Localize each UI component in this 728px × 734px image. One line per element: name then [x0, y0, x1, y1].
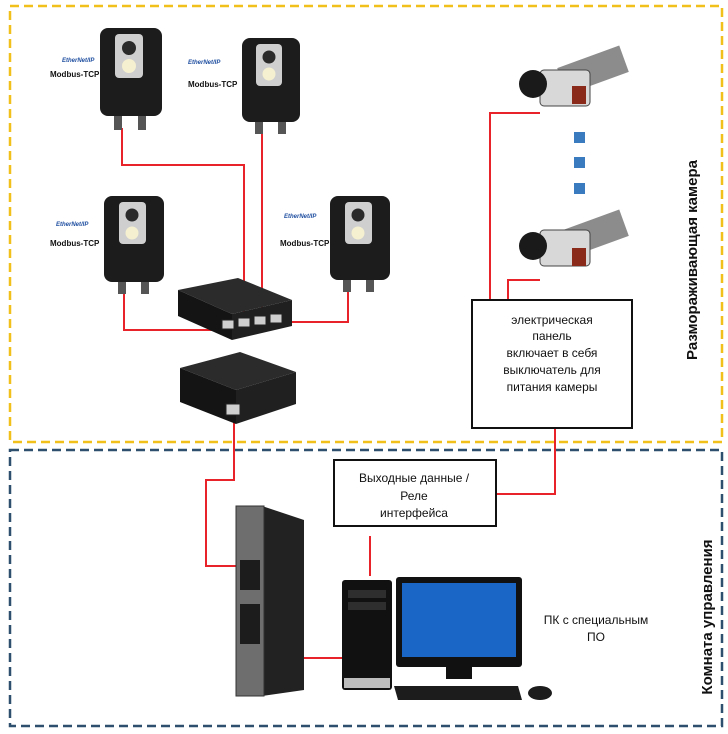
electrical-panel-line-4: выключатель для [503, 363, 601, 377]
control-zone-label: Комната управления [699, 539, 716, 694]
output-box-line-2: Реле [400, 489, 428, 503]
switch-front [178, 290, 232, 340]
output-relay-box [333, 459, 497, 527]
camera-lens [262, 50, 276, 64]
cable-converter-switch [205, 422, 240, 567]
cable-camera-3 [123, 292, 228, 331]
camera-connector-right [278, 122, 286, 134]
pc-label-line-1: ПК с специальным [544, 613, 648, 627]
ethernet-switch [178, 278, 292, 340]
switch-port [269, 313, 283, 324]
camera-connector-left [343, 280, 351, 292]
camera-connector-left [114, 116, 122, 130]
camera-4-protocol: Modbus-TCP [280, 239, 330, 248]
camera-lens [351, 208, 365, 222]
field-zone-border [8, 4, 724, 444]
pc-drive-bay [348, 590, 386, 598]
defrost-clamp [572, 248, 586, 266]
camera-4 [330, 196, 390, 292]
keyboard [394, 686, 522, 700]
camera-window [262, 67, 276, 81]
camera-3-brand: EtherNet/IP [56, 222, 89, 228]
camera-connector-right [138, 116, 146, 130]
pc-tower [342, 580, 392, 690]
defrost-clamp [572, 86, 586, 104]
cable-camera-1 [121, 128, 245, 322]
defrost-camera-top [519, 45, 629, 107]
monitor [396, 577, 522, 679]
ellipsis-dot [574, 157, 585, 168]
cable-panel-camera-bottom [507, 279, 540, 300]
converter-side [236, 372, 296, 424]
rack-switch-side [262, 506, 304, 696]
converter-port [225, 403, 241, 416]
camera-2-protocol: Modbus-TCP [188, 80, 238, 89]
camera-2-brand: EtherNet/IP [188, 60, 221, 66]
cable-panel-camera-top [489, 112, 540, 300]
media-converter [180, 352, 296, 424]
pc-base [344, 678, 390, 688]
rack-switch-front [235, 505, 265, 697]
rack-switch [235, 505, 304, 697]
camera-window [351, 226, 365, 240]
camera-lens [125, 208, 139, 222]
switch-top [178, 278, 292, 314]
camera-3-protocol: Modbus-TCP [50, 239, 100, 248]
electrical-panel-line-5: питания камеры [507, 380, 598, 394]
camera-lens [122, 41, 136, 55]
camera-connector-left [255, 122, 263, 134]
camera-connector-right [141, 282, 149, 294]
converter-top [180, 352, 296, 390]
output-box-line-1: Выходные данные / [359, 471, 470, 485]
camera-window [122, 59, 136, 73]
switch-port [221, 319, 235, 330]
camera-face [115, 34, 143, 78]
mouse [528, 686, 552, 700]
camera-1-brand: EtherNet/IP [62, 58, 95, 64]
camera-connector-left [118, 282, 126, 294]
pc-label-line-2: ПО [587, 630, 605, 644]
camera-4-brand: EtherNet/IP [284, 214, 317, 220]
rack-ports-upper [240, 560, 260, 590]
camera-1-protocol: Modbus-TCP [50, 70, 100, 79]
rack-ports-lower [240, 604, 260, 644]
ellipsis-dot [574, 183, 585, 194]
defrost-lens [519, 232, 547, 260]
monitor-screen [402, 583, 516, 657]
electrical-panel-line-3: включает в себя [507, 346, 598, 360]
camera-3 [104, 196, 164, 294]
ellipsis-dot [574, 132, 585, 143]
camera-1 [100, 28, 162, 130]
electrical-panel-box [471, 299, 633, 429]
defrost-camera-bottom [519, 209, 629, 267]
cable-camera-4 [285, 290, 349, 323]
field-zone-label: Размораживающая камера [684, 159, 701, 360]
output-box-line-3: интерфейса [380, 506, 448, 520]
camera-2 [242, 38, 300, 134]
camera-face [256, 44, 282, 86]
camera-connector-right [366, 280, 374, 292]
switch-port [253, 315, 267, 326]
electrical-panel-line-1: электрическая [511, 313, 592, 327]
defrost-lens [519, 70, 547, 98]
pc-drive-bay [348, 602, 386, 610]
switch-port [237, 317, 251, 328]
camera-window [125, 226, 139, 240]
control-zone-border [8, 448, 724, 728]
converter-front [180, 368, 236, 424]
monitor-stand [446, 667, 472, 679]
electrical-panel-line-2: панель [532, 329, 571, 343]
cable-output-panel [496, 428, 556, 495]
